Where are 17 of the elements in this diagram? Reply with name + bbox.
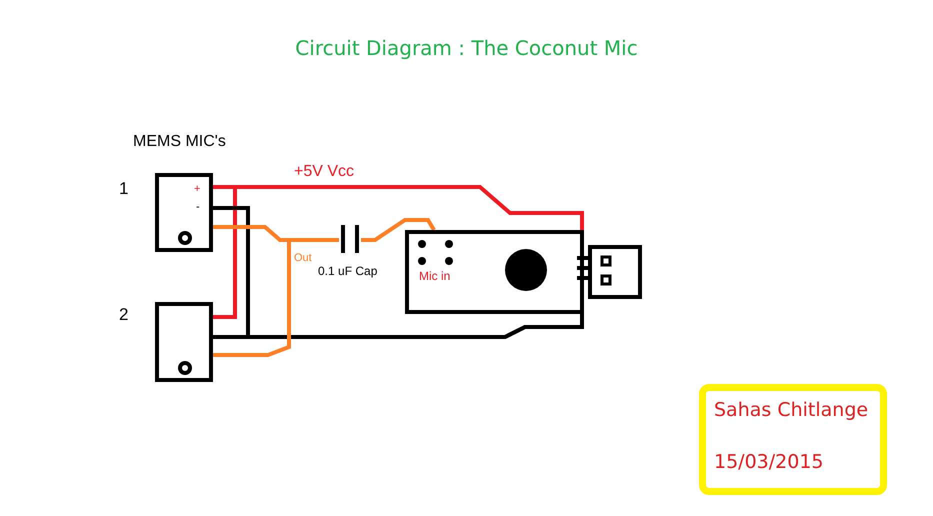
wire — [213, 312, 584, 339]
component-value: 0.1 uF Cap — [318, 265, 378, 277]
microphone-box — [155, 302, 213, 382]
author-name: Sahas Chitlange — [714, 401, 868, 420]
pin-label: - — [196, 202, 200, 213]
pin-label: + — [194, 184, 200, 195]
port-label: Mic in — [419, 270, 450, 282]
wire — [361, 218, 436, 242]
microphone-box — [155, 173, 213, 252]
signature-box — [699, 384, 887, 495]
mic-number: 2 — [119, 306, 128, 323]
capacitor-symbol — [339, 223, 361, 255]
date-text: 15/03/2015 — [714, 453, 824, 472]
mic-number: 1 — [119, 180, 128, 197]
sound-card-drawing — [405, 230, 642, 314]
diagram-title: Circuit Diagram : The Coconut Mic — [294, 38, 639, 58]
group-label: MEMS MIC's — [133, 134, 226, 150]
